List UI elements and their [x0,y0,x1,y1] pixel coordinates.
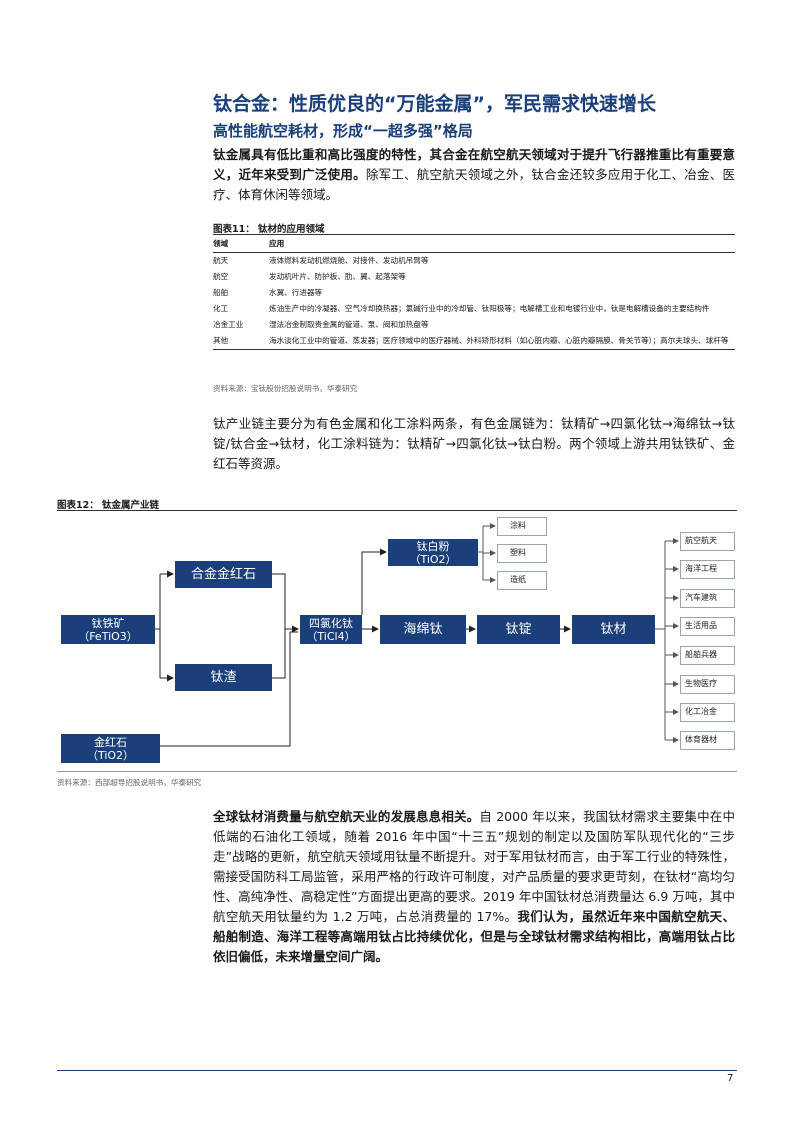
intro-paragraph: 钛金属具有低比重和高比强度的特性，其合金在航空航天领域对于提升飞行器推重比有重要… [213,145,735,205]
material-use: 生活用品 [685,621,717,630]
leaf-box [680,731,735,750]
pigment-use: 塑料 [510,548,526,557]
node-ticl4: 四氯化钛 （TiCl4） [300,615,362,644]
leaf-box [497,571,547,590]
table-header-use: 应用 [269,236,735,253]
node-titanium-material: 钛材 [572,615,655,644]
table-row: 其他 海水淡化工业中的管道、蒸发器；医疗领域中的医疗器械、外科矫形材料（如心脏内瓣… [213,333,735,350]
material-use: 体育器材 [685,735,717,744]
section-heading: 钛合金：性质优良的“万能金属”，军民需求快速增长 [213,93,656,115]
table-row: 冶金工业 湿法冶金制取贵金属的管道、泵、阀和加热盘等 [213,317,735,333]
node-rutile-name: 金红石 [94,735,127,749]
pigment-use: 造纸 [510,575,526,584]
intro-lead: 钛金属具有低比重和高比强度的特性，其合金在航空航天领域对于提升飞行器推重比有重要… [213,147,735,182]
leaf-box [680,589,735,608]
material-use: 生物医疗 [685,679,717,688]
table-row: 化工 炼油生产中的冷凝器、空气冷却换热器；氯碱行业中的冷却管、钛阳极等；电解槽工业… [213,301,735,317]
row-field: 冶金工业 [213,320,244,329]
table-header-field: 领域 [213,236,269,253]
footer-rule [57,1070,737,1071]
leaf-box [680,646,735,665]
pigment-use: 涂料 [510,521,526,530]
consumption-conclusion: 我们认为，虽然近年来中国航空航天、船舶制造、海洋工程等高端用钛占比持续优化，但是… [213,909,735,964]
node-ilmenite-formula: （FeTiO3） [78,629,138,643]
row-use: 发动机叶片、防护板、肋、翼、起落架等 [269,272,406,281]
consumption-paragraph: 全球钛材消费量与航空航天业的发展息息相关。自 2000 年以来，我国钛材需求主要… [213,807,735,967]
table-row: 航空 发动机叶片、防护板、肋、翼、起落架等 [213,269,735,285]
application-table: 领域 应用 航天 液体燃料发动机燃烧舱、对接件、发动机吊臂等 航空 发动机叶片、防护… [213,236,735,350]
row-field: 其他 [213,336,229,345]
leaf-box [497,544,547,563]
page-number: 7 [727,1073,734,1084]
diagram-title: 图表12： 钛金属产业链 [57,500,160,511]
row-use: 湿法冶金制取贵金属的管道、泵、阀和加热盘等 [269,320,429,329]
table-top-rule [213,234,735,235]
table-source: 资料来源：宝钛股份招股说明书，华泰研究 [213,384,358,393]
table-row: 航天 液体燃料发动机燃烧舱、对接件、发动机吊臂等 [213,253,735,270]
node-rutile: 金红石 （TiO2） [61,734,160,763]
chain-paragraph: 钛产业链主要分为有色金属和化工涂料两条，有色金属链为：钛精矿→四氯化钛→海绵钛→… [213,416,735,471]
node-rutile-formula: （TiO2） [86,748,135,762]
node-titanium-ingot: 钛锭 [477,615,560,644]
table-row: 船舶 水翼、行进器等 [213,285,735,301]
leaf-box [497,517,547,536]
row-use: 液体燃料发动机燃烧舱、对接件、发动机吊臂等 [269,256,429,265]
leaf-box [680,617,735,636]
row-field: 航天 [213,256,229,265]
node-ticl4-name: 四氯化钛 [309,616,353,630]
table-title: 图表11： 钛材的应用领域 [213,224,325,235]
leaf-box [680,675,735,694]
consumption-lead: 全球钛材消费量与航空航天业的发展息息相关。 [213,809,480,824]
material-use: 航空航天 [685,536,717,545]
leaf-box [680,532,735,551]
row-use: 水翼、行进器等 [269,288,323,297]
node-sponge-titanium: 海绵钛 [380,615,466,644]
material-use: 化工冶金 [685,707,717,716]
row-field: 航空 [213,272,229,281]
material-use: 船舶兵器 [685,650,717,659]
node-synthetic-rutile: 合金金红石 [175,561,272,588]
leaf-box [680,703,735,722]
node-ticl4-formula: （TiCl4） [306,629,356,643]
material-use: 汽车建筑 [685,593,717,602]
section-subheading: 高性能航空耗材，形成“一超多强”格局 [213,122,473,140]
row-use: 海水淡化工业中的管道、蒸发器；医疗领域中的医疗器械、外科矫形材料（如心脏内瓣、心… [269,336,729,345]
node-titanium-dioxide-formula: （TiO2） [409,552,457,566]
consumption-body: 自 2000 年以来，我国钛材需求主要集中在中低端的石油化工领域，随着 2016… [213,809,735,924]
node-titanium-dioxide-name: 钛白粉 [416,539,450,553]
row-field: 化工 [213,304,229,313]
node-ilmenite: 钛铁矿 （FeTiO3） [61,615,155,644]
leaf-box [680,560,735,579]
row-use: 炼油生产中的冷凝器、空气冷却换热器；氯碱行业中的冷却管、钛阳极等；电解槽工业和电… [269,304,710,313]
diagram-top-rule [57,510,737,511]
diagram-bottom-rule [57,771,737,772]
node-ilmenite-name: 钛铁矿 [91,616,125,630]
diagram-source: 资料来源：西部超导招股说明书，华泰研究 [57,778,202,787]
intro-body: 除军工、航空航天领域之外，钛合金还较多应用于化工、冶金、医疗、体育休闲等领域。 [213,167,735,202]
node-titanium-dioxide: 钛白粉 （TiO2） [388,539,478,566]
node-titanium-slag: 钛渣 [175,664,272,691]
material-use: 海洋工程 [685,564,717,573]
table-header-row: 领域 应用 [213,236,735,253]
row-field: 船舶 [213,288,229,297]
